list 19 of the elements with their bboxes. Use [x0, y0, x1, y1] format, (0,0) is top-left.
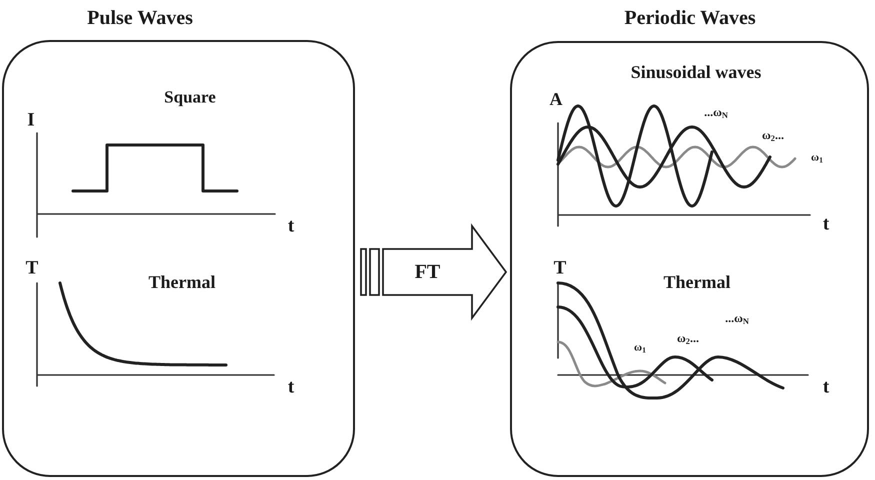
- axis-label: I: [27, 110, 35, 130]
- panel-heading: Periodic Waves: [624, 8, 756, 28]
- axis-label: t: [288, 378, 294, 396]
- plot-title: Thermal: [148, 273, 216, 291]
- curve-label: ω$_{1}$: [634, 342, 646, 354]
- block-arrow: [360, 223, 508, 321]
- panel-heading: Pulse Waves: [87, 8, 193, 28]
- plot-title: Sinusoidal waves: [630, 63, 762, 81]
- plot-title: Thermal: [664, 273, 730, 291]
- plot-title: Square: [164, 88, 216, 106]
- axis-label: t: [288, 216, 294, 236]
- axis-label: T: [554, 258, 566, 278]
- axis-label: A: [550, 90, 562, 108]
- curve-label: ...ω$_{N}$: [725, 312, 749, 324]
- curve-label: ω$_{1}$: [811, 152, 823, 164]
- axis-label: t: [822, 214, 830, 234]
- curve-label: ω$_{2}$...: [677, 332, 699, 344]
- axis-label: t: [822, 378, 830, 396]
- axis-label: T: [26, 258, 38, 278]
